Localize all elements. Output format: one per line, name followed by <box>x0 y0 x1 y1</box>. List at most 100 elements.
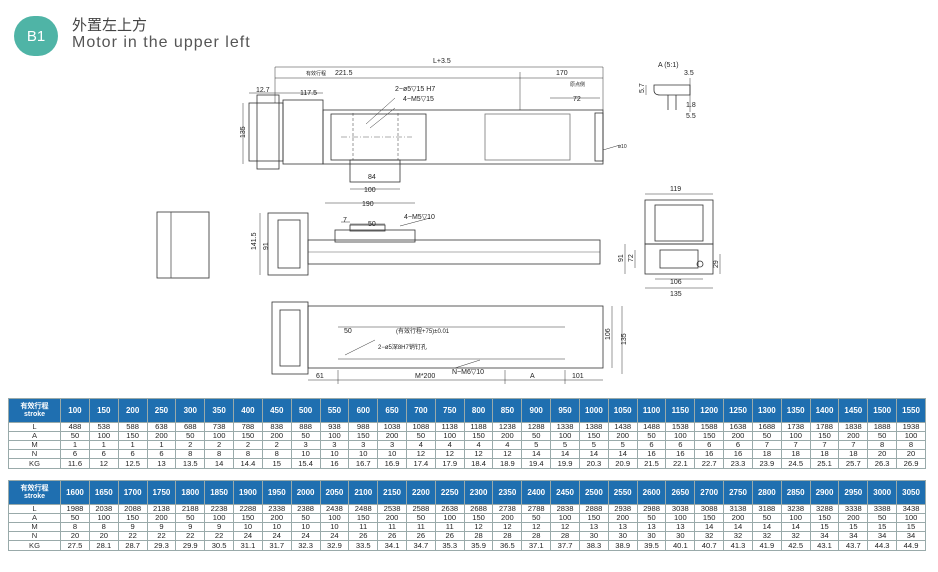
table-cell: 8 <box>204 449 235 459</box>
note-hole2: 4−M5▽15 <box>403 96 434 103</box>
table-cell: 200 <box>607 513 638 523</box>
table-cell: 34 <box>838 531 869 541</box>
table-cell: 100 <box>780 513 811 523</box>
table-cell: 12 <box>405 449 436 459</box>
table-cell: 1438 <box>607 422 638 432</box>
stroke-value: 950 <box>550 398 580 423</box>
stroke-value: 2650 <box>665 480 696 505</box>
table-cell: 12 <box>492 449 523 459</box>
table-cell: 2 <box>233 440 263 450</box>
table-cell: 3288 <box>809 504 840 514</box>
table-cell: 3188 <box>751 504 782 514</box>
table-cell: 3138 <box>723 504 753 514</box>
table-cell: 1338 <box>550 422 580 432</box>
table-cell: 32 <box>723 531 753 541</box>
table-cell: 26.9 <box>896 458 926 469</box>
table-cell: 12 <box>88 458 119 469</box>
dim-50-side: 50 <box>368 221 376 228</box>
table-cell: 100 <box>319 431 350 441</box>
table-cell: 1638 <box>723 422 753 432</box>
table-cell: 538 <box>88 422 119 432</box>
table-cell: 2088 <box>117 504 148 514</box>
table-cell: 28 <box>492 531 523 541</box>
page-header: B1 外置左上方 Motor in the upper left <box>14 12 614 60</box>
table-cell: 3 <box>290 440 321 450</box>
table-cell: 2788 <box>521 504 552 514</box>
table-cell: 28.1 <box>88 540 119 551</box>
dim-135: 135 <box>240 126 247 138</box>
table-cell: 13 <box>146 458 177 469</box>
note-n-holes: N−M6▽10 <box>452 369 484 376</box>
table-cell: 8 <box>896 440 926 450</box>
table-cell: 50 <box>405 431 436 441</box>
table-cell: 32 <box>780 531 811 541</box>
dim-135-end: 135 <box>670 291 682 298</box>
dim-141-5: 141.5 <box>251 232 258 250</box>
table-cell: 15 <box>838 522 869 532</box>
table-cell: 16.7 <box>348 458 379 469</box>
stroke-value: 700 <box>405 398 436 423</box>
bottom-view <box>271 301 623 384</box>
table-cell: 6 <box>665 440 696 450</box>
table-cell: 24 <box>290 531 321 541</box>
table-cell: 14 <box>751 522 782 532</box>
table-cell: 32.3 <box>290 540 321 551</box>
table-cell: 3 <box>377 440 407 450</box>
table-cell: 7 <box>751 440 782 450</box>
table-cell: 26 <box>348 531 379 541</box>
stroke-value: 1200 <box>694 398 725 423</box>
table-cell: 16 <box>694 449 725 459</box>
row-label: L <box>7 422 62 432</box>
table-cell: 1138 <box>434 422 465 432</box>
table-cell: 2188 <box>175 504 206 514</box>
table-cell: 12.5 <box>117 458 148 469</box>
table-cell: 50 <box>405 513 436 523</box>
table-cell: 32 <box>751 531 782 541</box>
table-cell: 738 <box>204 422 235 432</box>
table-cell: 20 <box>60 531 90 541</box>
table-cell: 50 <box>175 431 206 441</box>
note-stroke: 有效行程 <box>306 70 326 77</box>
stroke-value: 2200 <box>405 480 436 505</box>
row-label: M <box>7 522 62 532</box>
table-cell: 2488 <box>348 504 379 514</box>
table-cell: 16 <box>723 449 753 459</box>
table-cell: 38.3 <box>578 540 609 551</box>
table-cell: 1 <box>117 440 148 450</box>
table-cell: 10 <box>348 449 379 459</box>
stroke-value: 1500 <box>867 398 898 423</box>
table-cell: 11 <box>405 522 436 532</box>
table-cell: 150 <box>463 431 494 441</box>
table-cell: 10 <box>319 522 350 532</box>
table-cell: 1988 <box>60 504 90 514</box>
table-cell: 28 <box>463 531 494 541</box>
table-cell: 18 <box>751 449 782 459</box>
table-cell: 22.7 <box>694 458 725 469</box>
table-cell: 6 <box>88 449 119 459</box>
table-cell: 50 <box>636 431 667 441</box>
stroke-value: 1450 <box>838 398 869 423</box>
table-cell: 3438 <box>896 504 926 514</box>
table-cell: 10 <box>261 522 292 532</box>
table-cell: 13 <box>578 522 609 532</box>
dim-61: 61 <box>316 373 324 380</box>
stroke-value: 650 <box>377 398 407 423</box>
note-origin: 原点侧 <box>570 81 585 88</box>
table-cell: 15 <box>867 522 898 532</box>
stroke-header-cn: 有效行程 <box>20 402 49 410</box>
note-hole1: 2−ø5▽15 H7 <box>395 86 435 93</box>
table-cell: 150 <box>117 431 148 441</box>
table-cell: 50 <box>60 513 90 523</box>
stroke-value: 150 <box>88 398 119 423</box>
table-cell: 150 <box>117 513 148 523</box>
table-cell: 2238 <box>204 504 235 514</box>
dim-190: 190 <box>362 201 374 208</box>
table-cell: 2438 <box>319 504 350 514</box>
table-cell: 38.9 <box>607 540 638 551</box>
table-cell: 150 <box>809 513 840 523</box>
table-cell: 22 <box>204 531 235 541</box>
stroke-value: 2550 <box>607 480 638 505</box>
motor-coupling <box>282 99 324 165</box>
